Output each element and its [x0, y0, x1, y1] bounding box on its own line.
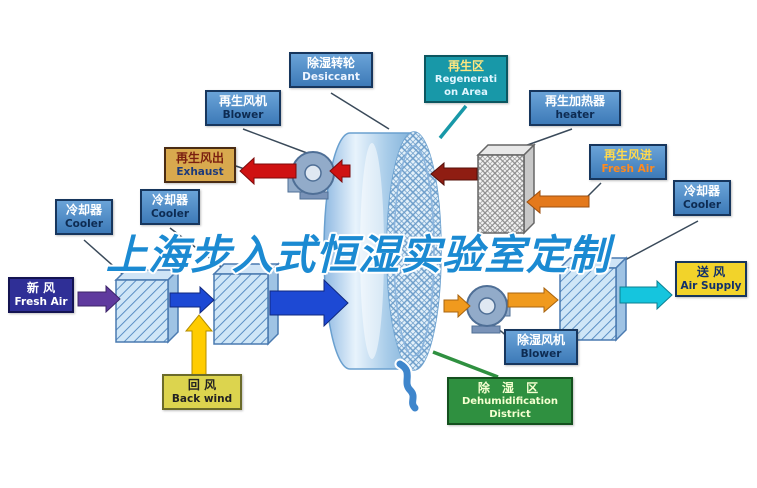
label-dehumid-blower: 除湿风机 Blower	[504, 329, 578, 366]
label-air-supply: 送 风 Air Supply	[675, 261, 747, 298]
label-regen-heater-en: heater	[555, 109, 595, 121]
arrow-regen-in-to-heater	[526, 189, 590, 215]
label-cooler-mid-zh: 冷却器	[151, 193, 188, 207]
label-cooler-left: 冷却器 Cooler	[55, 199, 113, 236]
arrow-air-supply-out	[619, 279, 673, 311]
label-back-wind: 回 风 Back wind	[162, 374, 242, 411]
label-back-wind-zh: 回 风	[187, 378, 217, 392]
label-regen-heater: 再生加热器 heater	[529, 90, 621, 127]
callout-line-cooler-left	[83, 239, 129, 280]
label-regeneration-area-en1: Regenerati	[434, 74, 498, 85]
label-exhaust-en: Exhaust	[176, 166, 224, 178]
callout-line-desiccant	[330, 92, 390, 130]
regen-fan	[287, 151, 335, 200]
label-regeneration-area-en2: on Area	[444, 86, 488, 98]
label-regen-blower-en: Blower	[222, 109, 264, 121]
label-regen-fresh-air-en: Fresh Air	[601, 163, 655, 175]
label-cooler-left-zh: 冷却器	[65, 203, 102, 217]
callout-line-cooler-mid	[169, 227, 229, 273]
label-desiccant: 除湿转轮 Desiccant	[289, 52, 373, 89]
label-dehumid-district-en2: District	[489, 408, 531, 420]
label-cooler-right: 冷却器 Cooler	[673, 180, 731, 217]
cooler-box-left	[212, 262, 280, 346]
airflow-arrows	[77, 156, 673, 377]
label-cooler-mid-en: Cooler	[150, 208, 190, 220]
watermark-text: 上海步入式恒湿实验室定制	[106, 231, 610, 279]
arrow-heater-to-wheel	[430, 161, 478, 187]
callout-line-dehumid-district	[432, 350, 499, 379]
arrow-exhaust-out	[239, 156, 297, 186]
label-regeneration-area-zh: 再生区	[447, 59, 484, 73]
label-dehumid-district: 除 湿 区 Dehumidification District	[447, 377, 573, 425]
regen-heater-box	[476, 143, 536, 235]
arrow-wheel-to-regen-fan	[329, 158, 351, 184]
label-regen-heater-zh: 再生加热器	[544, 94, 605, 108]
label-cooler-mid: 冷却器 Cooler	[140, 189, 200, 226]
arrow-fan-to-cooler	[507, 286, 559, 314]
label-regeneration-area: 再生区 Regenerati on Area	[424, 55, 508, 103]
dehumid-fan	[466, 285, 511, 334]
label-air-supply-zh: 送 风	[696, 265, 726, 279]
label-back-wind-en: Back wind	[171, 393, 233, 405]
label-exhaust: 再生风出 Exhaust	[164, 147, 236, 184]
cooler-box-right	[558, 256, 628, 342]
callout-line-regen-blower	[242, 128, 308, 154]
label-desiccant-en: Desiccant	[302, 71, 360, 83]
label-fresh-air-en: Fresh Air	[14, 296, 68, 308]
arrow-wheel-to-fan	[443, 293, 471, 319]
label-desiccant-zh: 除湿转轮	[306, 56, 355, 70]
arrow-return-air-up	[184, 314, 214, 377]
label-dehumid-blower-zh: 除湿风机	[516, 333, 565, 347]
label-cooler-left-en: Cooler	[64, 218, 104, 230]
label-air-supply-en: Air Supply	[680, 280, 742, 292]
callout-line-regen-area	[438, 104, 468, 140]
label-regen-blower: 再生风机 Blower	[205, 90, 281, 127]
wheel-ribbon	[394, 358, 421, 414]
rotary-wheel	[323, 131, 442, 371]
arrow-fresh-air-in	[77, 284, 121, 314]
label-regen-fresh-air: 再生风进 Fresh Air	[589, 144, 667, 181]
arrow-process-main	[269, 278, 349, 328]
label-regen-blower-zh: 再生风机	[218, 94, 267, 108]
label-dehumid-district-zh: 除 湿 区	[477, 381, 543, 395]
label-dehumid-district-en1: Dehumidification	[461, 396, 559, 407]
label-cooler-right-en: Cooler	[682, 199, 722, 211]
label-regen-fresh-air-zh: 再生风进	[603, 148, 652, 162]
arrow-process-1	[169, 285, 215, 315]
label-fresh-air-zh: 新 风	[26, 281, 56, 295]
label-dehumid-blower-en: Blower	[520, 348, 562, 360]
label-fresh-air: 新 风 Fresh Air	[8, 277, 74, 314]
label-cooler-right-zh: 冷却器	[683, 184, 720, 198]
label-exhaust-zh: 再生风出	[175, 151, 224, 165]
